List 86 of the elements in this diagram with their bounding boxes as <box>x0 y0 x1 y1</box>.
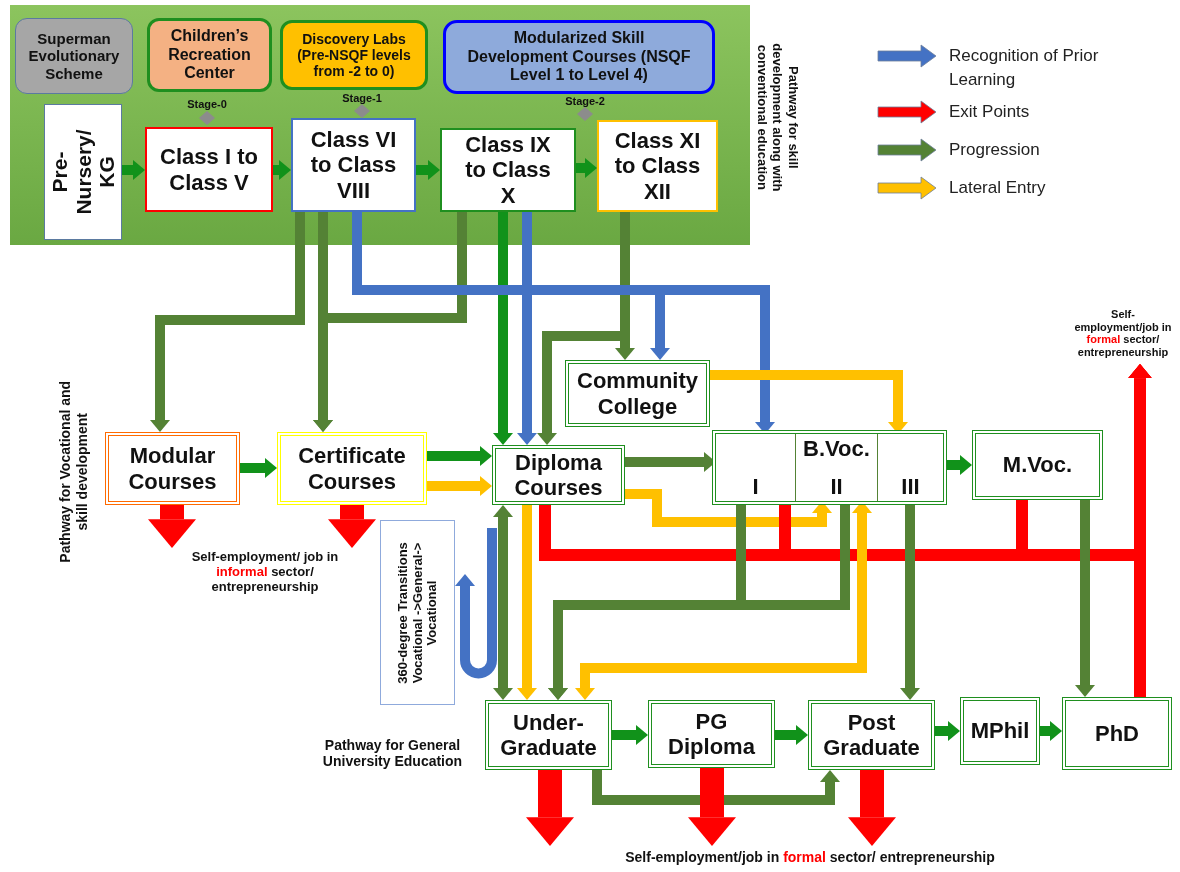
box-label: Class I to Class V <box>159 144 259 195</box>
degree-box <box>648 700 775 768</box>
course-box <box>105 432 240 505</box>
flow-arrow <box>273 160 291 180</box>
box-label: Self-employment/ job in informal sector/ entrepreneurship <box>190 550 340 595</box>
flow-arrow <box>526 770 574 846</box>
box-label: M.Voc. <box>1002 452 1073 478</box>
category-box <box>147 18 272 92</box>
flow-arrow <box>1128 364 1152 697</box>
program-box <box>712 430 947 505</box>
flow-arrow <box>493 212 513 445</box>
flow-arrow <box>328 505 376 548</box>
box-label: MPhil <box>970 718 1030 744</box>
box-label: Class IX to Class X <box>464 132 552 208</box>
box-label: Certificate Courses <box>297 443 407 494</box>
box-label: II <box>830 473 843 499</box>
pathway-label: Pathway for skill development along with conventional education <box>754 42 801 194</box>
category-box <box>15 18 133 94</box>
legend-label: Recognition of Prior Learning <box>949 45 1100 91</box>
flow-arrow <box>240 458 277 478</box>
box-label: Self-employment/job in formal sector/ entrepreneurship <box>625 848 995 866</box>
stage-label: Stage-2 <box>564 95 606 108</box>
box-label: Children’s Recreation Center <box>167 27 252 83</box>
degree-box <box>808 700 935 770</box>
flow-arrow <box>148 505 196 548</box>
box-label: III <box>901 473 920 499</box>
box-label: Discovery Labs (Pre-NSQF levels from -2 to 0) <box>296 30 412 80</box>
degree-box <box>1062 697 1172 770</box>
flow-arrow <box>313 212 467 432</box>
note-box <box>380 520 455 705</box>
box-label: PG Diploma <box>667 708 756 760</box>
flow-arrow <box>935 721 960 741</box>
flow-arrow <box>947 455 972 475</box>
highlight-panel <box>10 5 750 245</box>
class-box <box>44 104 122 240</box>
course-box <box>972 430 1103 500</box>
flow-arrow <box>517 505 537 700</box>
degree-box <box>960 697 1040 765</box>
class-box <box>440 128 576 212</box>
flow-arrow <box>122 160 145 180</box>
box-label: I <box>752 473 759 499</box>
box-label: Modular Courses <box>127 443 218 494</box>
box-label: Post Graduate <box>822 709 921 761</box>
class-box <box>291 118 416 212</box>
flow-arrow <box>1075 500 1095 697</box>
flow-arrow <box>775 725 808 745</box>
course-box <box>492 445 625 505</box>
legend-label: Lateral Entry <box>949 177 1047 199</box>
box-label: Modularized Skill Development Courses (NSQF Level 1 to Level 4) <box>466 29 692 85</box>
degree-box <box>485 700 612 770</box>
flow-arrow <box>517 212 537 445</box>
box-label: Class VI to Class VIII <box>309 127 398 203</box>
pathway-label: Pathway for Vocational and skill development <box>57 379 91 565</box>
stage-label: Stage-0 <box>186 98 228 111</box>
flow-arrow <box>592 770 840 805</box>
box-label: Community College <box>576 368 699 419</box>
box-label: Superman Evolutionary Scheme <box>27 30 121 82</box>
box-label: Diploma Courses <box>513 449 604 501</box>
flow-arrow <box>427 446 492 466</box>
category-box <box>280 20 428 90</box>
flow-arrow <box>576 158 597 178</box>
box-label: Self-employment/job in formal sector/ entrepreneurship <box>1073 308 1173 359</box>
box-label: Pre-Nursery/ KG <box>47 128 119 217</box>
course-box <box>277 432 427 505</box>
class-box <box>597 120 718 212</box>
stage-label: Stage-1 <box>341 92 383 105</box>
legend-label: Progression <box>949 139 1041 161</box>
flow-arrow <box>416 160 440 180</box>
flow-arrow <box>688 768 736 846</box>
legend-label: Exit Points <box>949 101 1031 123</box>
flow-arrow <box>150 212 305 432</box>
flow-arrow <box>848 770 896 846</box>
flow-arrow <box>493 505 513 700</box>
box-label: Under-Graduate <box>499 709 598 761</box>
box-label: PhD <box>1095 720 1139 747</box>
pathway-label: Pathway for General University Education <box>321 737 464 770</box>
flow-arrow <box>1040 721 1062 741</box>
flow-arrow <box>612 725 648 745</box>
box-label: 360-degree Transitions Vocational ->General-> Vocational <box>395 540 440 686</box>
class-box <box>145 127 273 212</box>
category-box <box>443 20 715 94</box>
box-label: Class XI to Class XII <box>613 128 702 204</box>
flow-arrow <box>625 489 832 527</box>
flow-arrow <box>427 476 492 496</box>
course-box <box>565 360 710 427</box>
box-label: B.Voc. <box>803 436 870 462</box>
